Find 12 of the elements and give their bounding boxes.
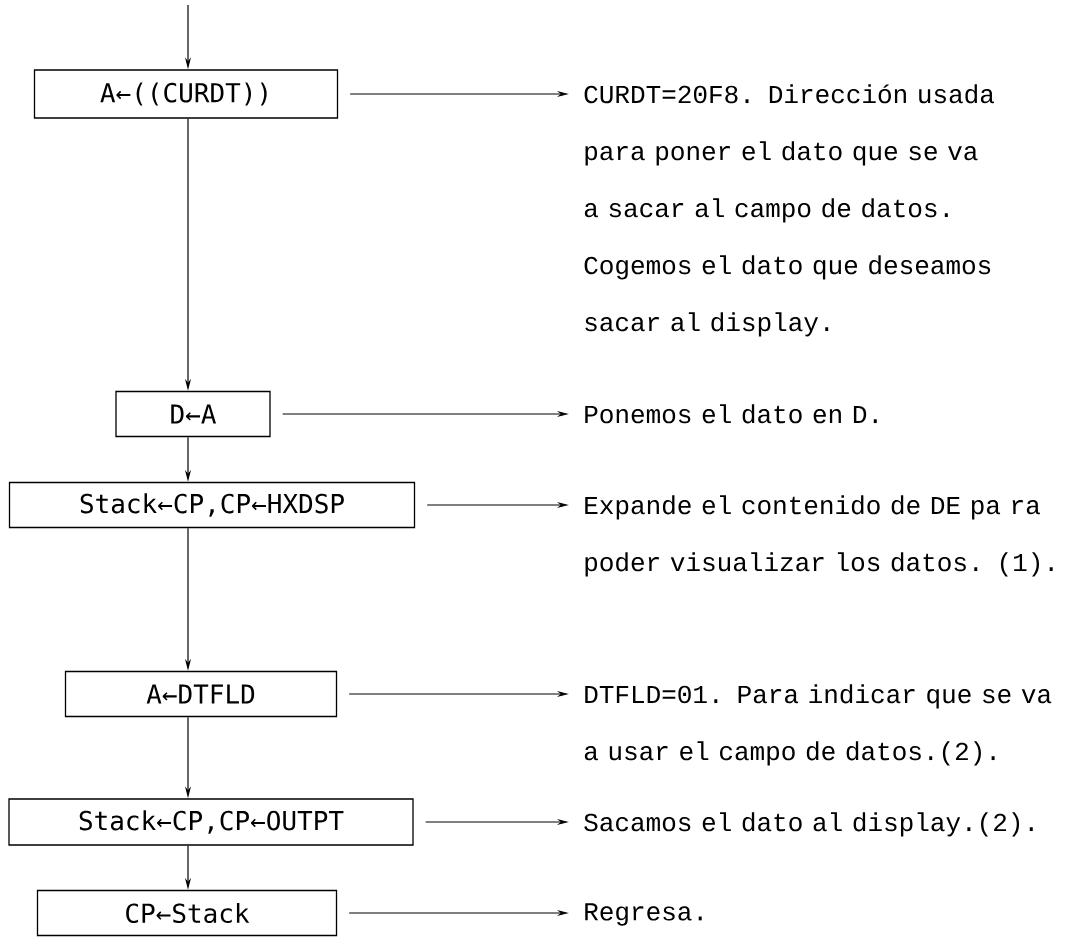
annotation-text: CURDT=20F8. Dirección usada para poner el dato que se va a sacar al campo de datos. Cogemos el dato que deseamos sacar al display. xyxy=(584,84,994,337)
process-box: Stack←CP,CP←HXDSP xyxy=(8,481,416,529)
process-box: A←DTFLD xyxy=(64,670,338,718)
process-box: D←A xyxy=(115,390,271,438)
process-box: Stack←CP,CP←OUTPT xyxy=(8,798,414,846)
annotation-text: DTFLD=01. Para indicar que se va a usar el campo de datos.(2). xyxy=(584,684,1052,766)
process-box: CP←Stack xyxy=(36,889,338,937)
process-box: A←((CURDT)) xyxy=(33,69,339,119)
annotation-text: Sacamos el dato al display.(2). xyxy=(584,812,1033,837)
annotation-text: Expande el contenido de DE pa ra poder visualizar los datos. (1). xyxy=(585,495,1053,577)
annotation-text: Regresa. xyxy=(585,903,702,926)
annotation-text: Ponemos el dato en D. xyxy=(585,404,877,424)
